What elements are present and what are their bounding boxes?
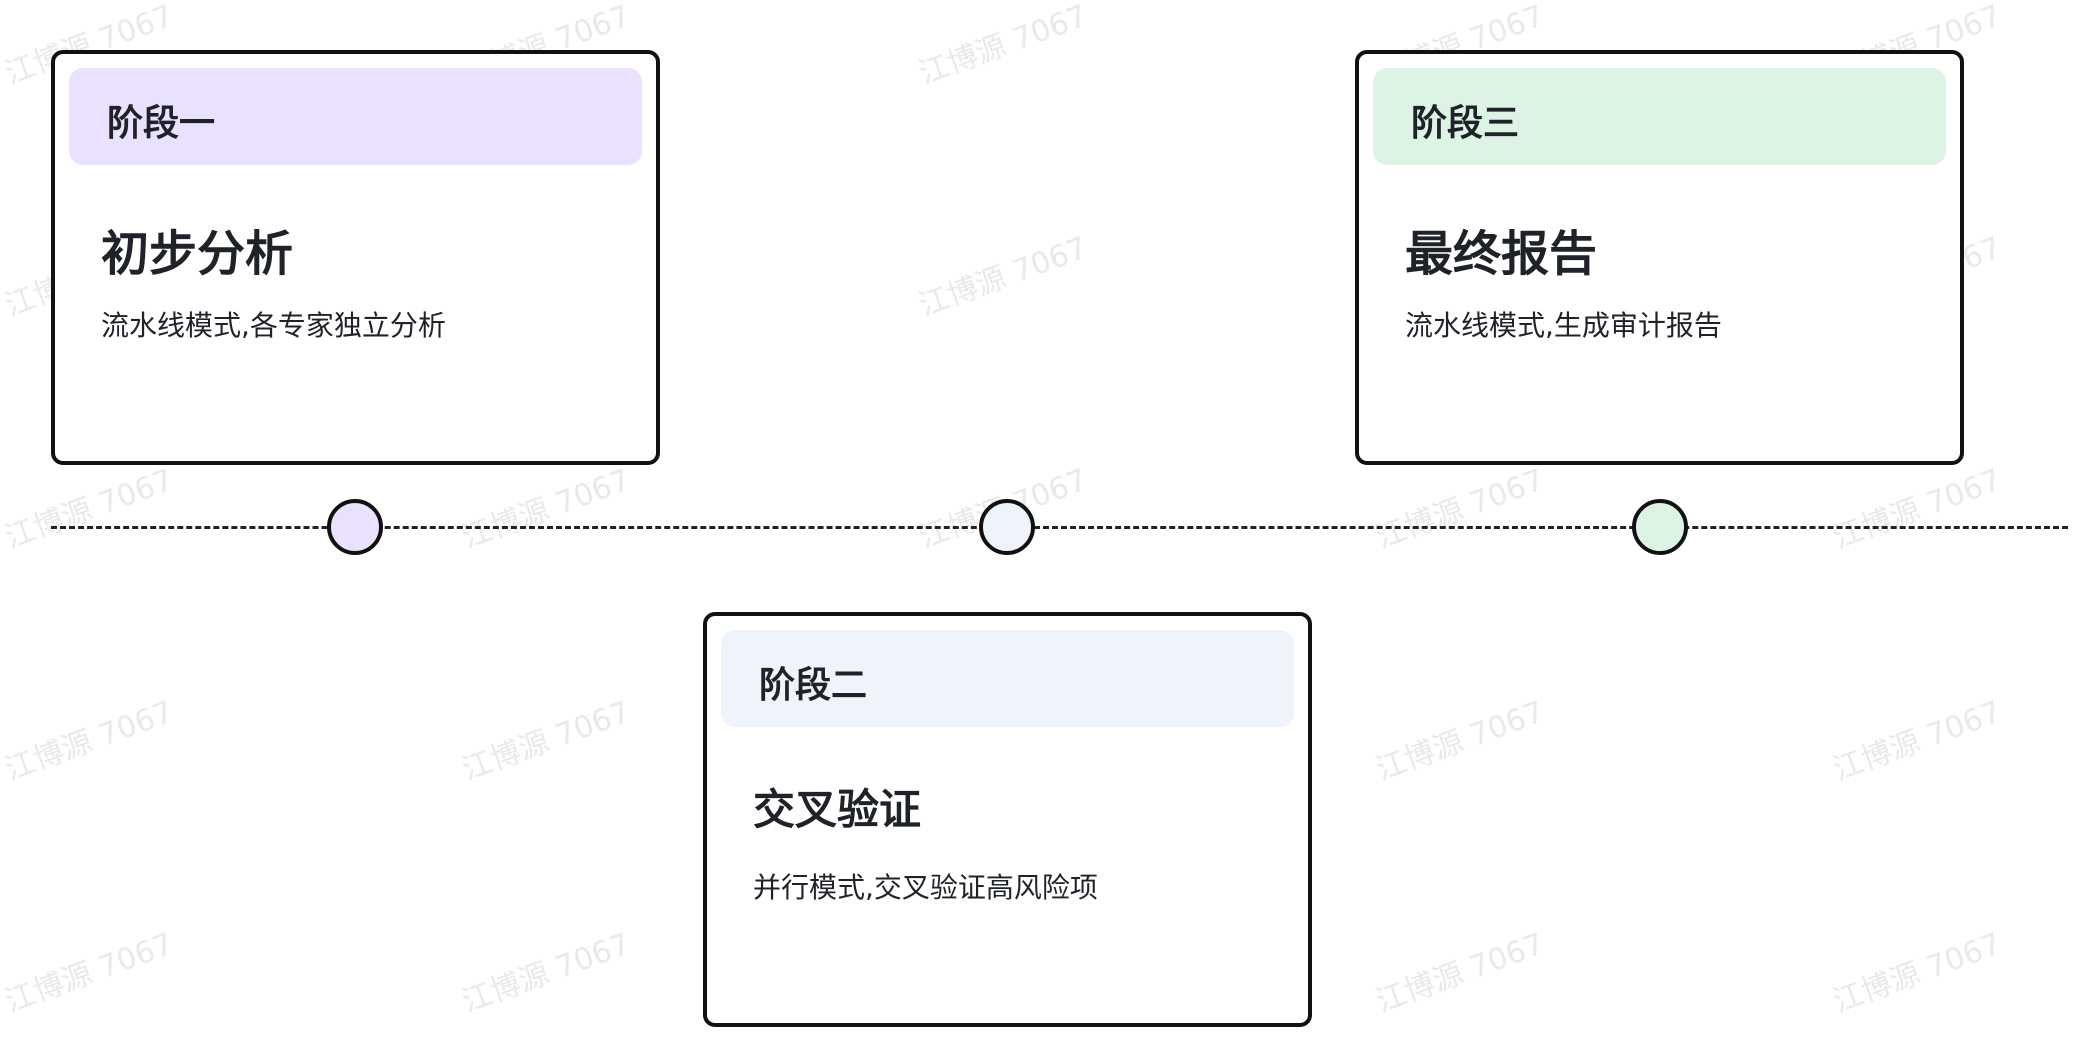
watermark-text: 江博源 7067 <box>1828 462 2006 556</box>
timeline-node-stage-2 <box>979 499 1035 555</box>
watermark-text: 江博源 7067 <box>457 926 635 1020</box>
stage-title: 最终报告 <box>1405 226 1598 282</box>
stage-card-3: 阶段三 最终报告 流水线模式,生成审计报告 <box>1355 50 1964 465</box>
stage-description: 流水线模式,生成审计报告 <box>1405 309 1722 342</box>
stage-description: 并行模式,交叉验证高风险项 <box>753 871 1098 904</box>
watermark-text: 江博源 7067 <box>0 462 178 556</box>
watermark-text: 江博源 7067 <box>0 926 178 1020</box>
watermark-text: 江博源 7067 <box>457 694 635 788</box>
timeline-node-stage-1 <box>327 499 383 555</box>
watermark-text: 江博源 7067 <box>457 462 635 556</box>
watermark-text: 江博源 7067 <box>0 694 178 788</box>
stage-card-header: 阶段三 <box>1373 68 1946 165</box>
stage-card-1: 阶段一 初步分析 流水线模式,各专家独立分析 <box>51 50 660 465</box>
watermark-text: 江博源 7067 <box>1371 694 1549 788</box>
watermark-text: 江博源 7067 <box>914 0 1092 92</box>
stage-label: 阶段一 <box>107 103 216 144</box>
timeline-node-stage-3 <box>1632 499 1688 555</box>
stage-card-header: 阶段一 <box>69 68 642 165</box>
timeline-axis <box>51 526 2068 529</box>
stage-card-2: 阶段二 交叉验证 并行模式,交叉验证高风险项 <box>703 612 1312 1027</box>
watermark-text: 江博源 7067 <box>914 230 1092 324</box>
watermark-text: 江博源 7067 <box>1828 926 2006 1020</box>
stage-card-header: 阶段二 <box>721 630 1294 727</box>
watermark-text: 江博源 7067 <box>1371 926 1549 1020</box>
watermark-text: 江博源 7067 <box>1828 694 2006 788</box>
stage-description: 流水线模式,各专家独立分析 <box>101 309 446 342</box>
stage-title: 交叉验证 <box>753 785 922 834</box>
stage-label: 阶段二 <box>759 665 868 706</box>
stage-title: 初步分析 <box>101 226 294 282</box>
stage-label: 阶段三 <box>1411 103 1520 144</box>
watermark-text: 江博源 7067 <box>1371 462 1549 556</box>
